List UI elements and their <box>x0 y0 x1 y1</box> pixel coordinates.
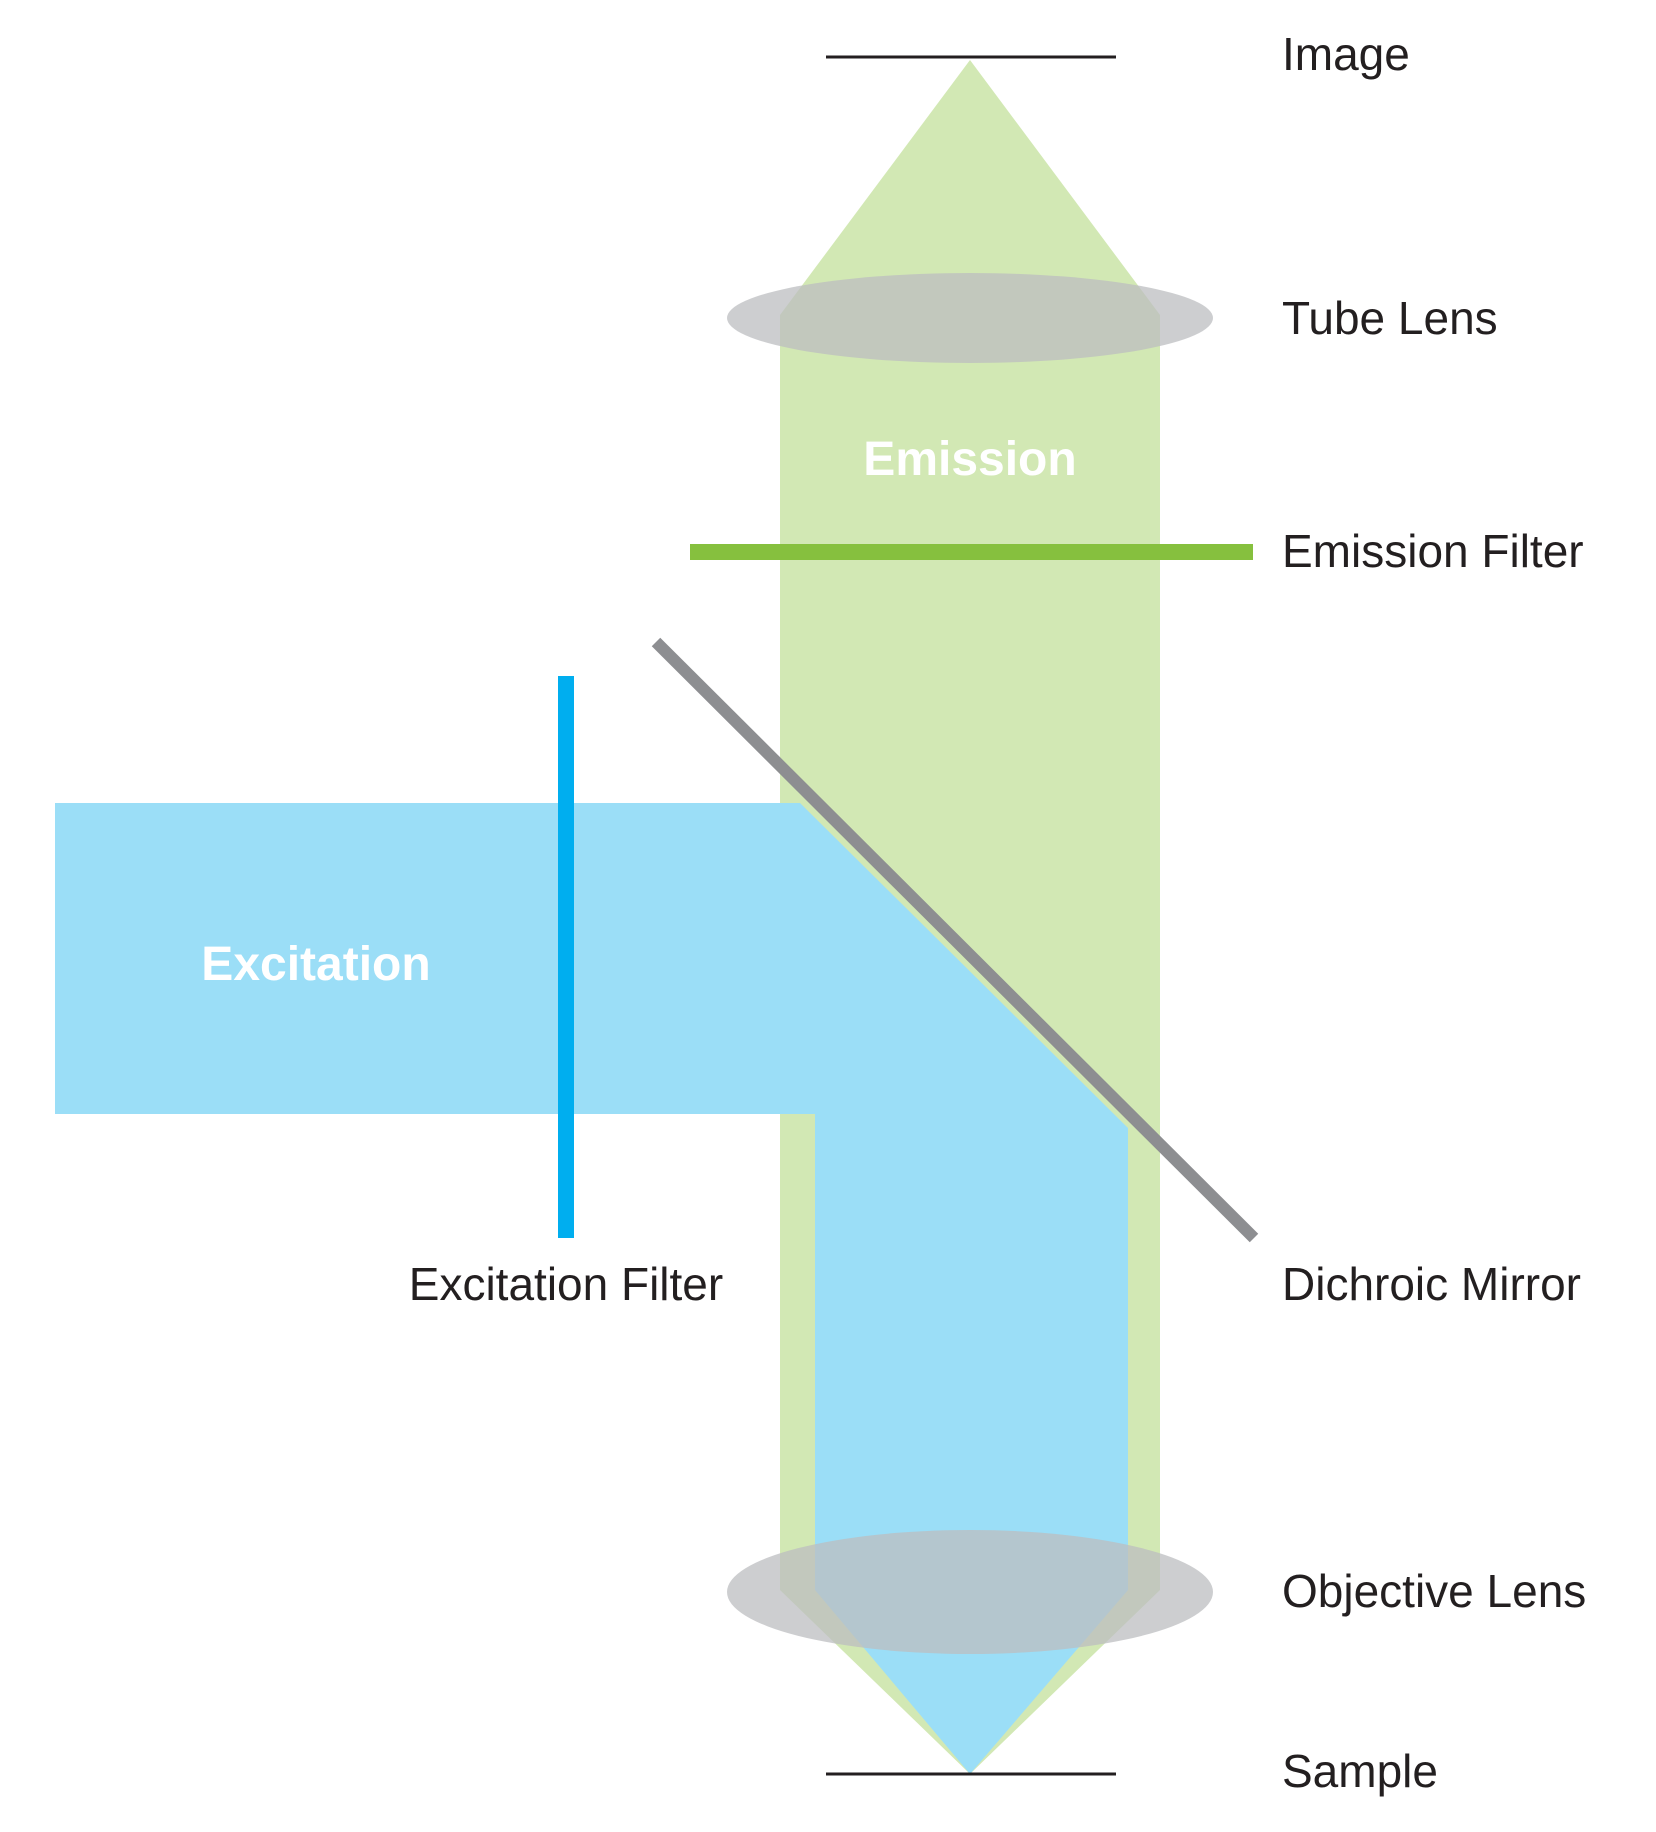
excitation-filter-label: Excitation Filter <box>409 1258 723 1310</box>
tube-lens-label: Tube Lens <box>1282 292 1498 344</box>
objective-lens-label: Objective Lens <box>1282 1565 1586 1617</box>
emission-filter-label: Emission Filter <box>1282 525 1584 577</box>
image-label: Image <box>1282 28 1410 80</box>
tube-lens <box>727 273 1213 363</box>
objective-lens <box>727 1530 1213 1654</box>
excitation-beam-label: Excitation <box>201 938 430 991</box>
emission-beam-label: Emission <box>863 433 1076 486</box>
excitation-beam <box>55 803 1128 1774</box>
dichroic-mirror-label: Dichroic Mirror <box>1282 1258 1581 1310</box>
sample-label: Sample <box>1282 1745 1438 1797</box>
dichroic-mirror <box>651 637 1259 1243</box>
